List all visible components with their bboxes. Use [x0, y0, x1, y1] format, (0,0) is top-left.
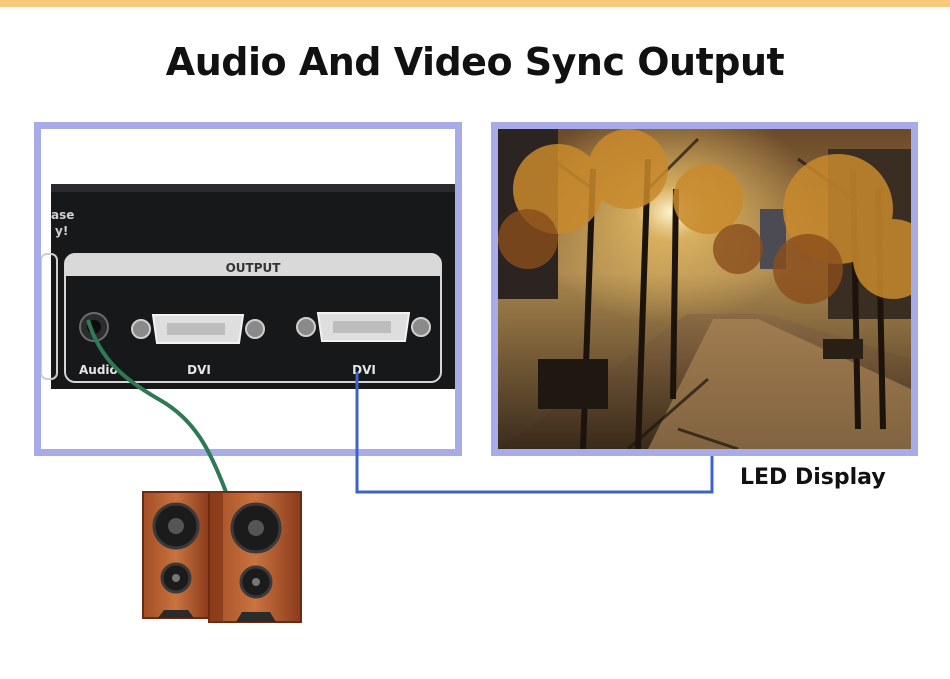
device-labels: OUTPUT ase y! Audio DVI DVI — [51, 208, 376, 377]
led-display-frame — [491, 122, 918, 456]
page-title: Audio And Video Sync Output — [165, 40, 785, 84]
led-display-label: LED Display — [740, 465, 886, 490]
side-text-2: y! — [55, 224, 68, 238]
device-frame: OUTPUT ase y! Audio DVI DVI — [34, 122, 462, 456]
port-label-dvi-1: DVI — [187, 363, 211, 377]
device-rear-panel — [41, 129, 455, 449]
speakers-image — [142, 491, 302, 623]
audio-cable — [86, 319, 228, 493]
speaker-right — [208, 491, 302, 623]
video-cable — [355, 372, 714, 494]
led-display-image — [498, 129, 911, 449]
side-text-1: ase — [51, 208, 74, 222]
top-accent-bar — [0, 0, 950, 7]
speaker-left — [142, 491, 210, 619]
port-label-audio: Audio — [79, 363, 118, 377]
output-panel-label: OUTPUT — [226, 261, 282, 275]
